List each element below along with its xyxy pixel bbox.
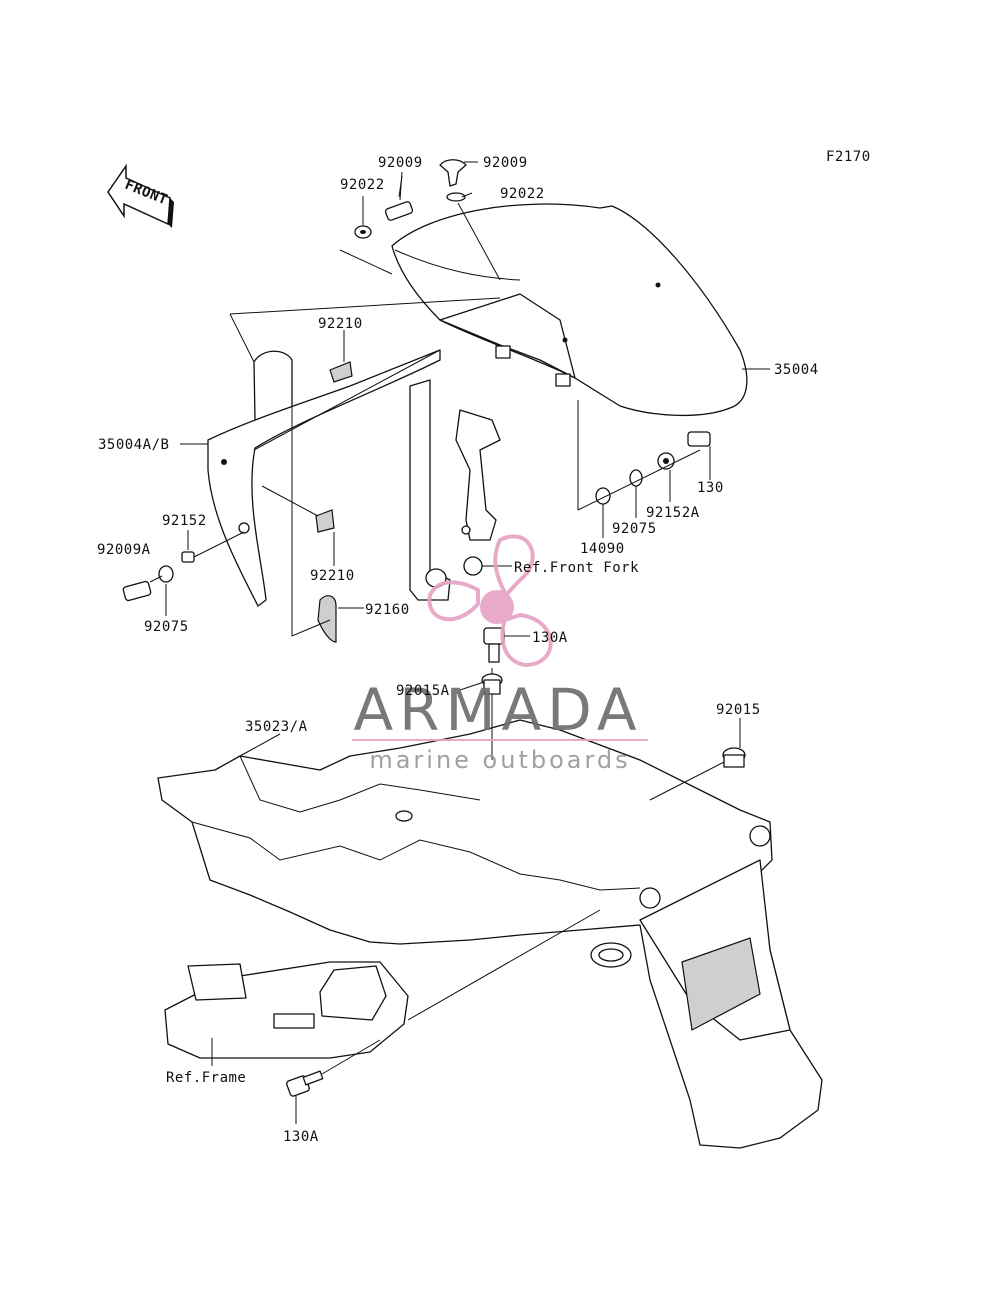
label-92210-top: 92210 — [318, 316, 363, 332]
label-92210-bottom: 92210 — [310, 568, 355, 584]
label-92022-right: 92022 — [500, 186, 545, 202]
front-fork — [409, 379, 501, 601]
watermark: ARMADA marine outboards — [352, 534, 648, 774]
label-35023a: 35023/A — [245, 719, 308, 735]
label-92015a: 92015A — [396, 683, 450, 699]
clip-92210-top — [329, 361, 353, 383]
inner-fender — [207, 349, 441, 607]
washer-92022-right — [446, 192, 466, 202]
label-ref-front-fork: Ref.Front Fork — [514, 560, 639, 576]
spacer-14090 — [595, 487, 611, 505]
bolt-130a-upper — [483, 627, 505, 663]
label-130a-upper: 130A — [532, 630, 568, 646]
rear-fender — [157, 719, 823, 1149]
label-92075-left: 92075 — [144, 619, 189, 635]
label-92015: 92015 — [716, 702, 761, 718]
washer-92022-left — [354, 225, 372, 239]
label-92075-right: 92075 — [612, 521, 657, 537]
front-fender — [391, 203, 748, 417]
label-92009-left: 92009 — [378, 155, 423, 171]
watermark-tagline: marine outboards — [369, 746, 630, 774]
label-92152: 92152 — [162, 513, 207, 529]
label-14090: 14090 — [580, 541, 625, 557]
label-92160: 92160 — [365, 602, 410, 618]
cover-92160 — [317, 595, 337, 643]
bolt-130a-lower — [286, 1070, 324, 1097]
bolt-92009-left — [384, 175, 414, 221]
label-92009a: 92009A — [97, 542, 151, 558]
clip-92210-bottom — [315, 509, 335, 533]
bolt-92009-right — [439, 159, 467, 187]
label-92009-right: 92009 — [483, 155, 528, 171]
label-ref-frame: Ref.Frame — [166, 1070, 246, 1086]
nut-92152 — [181, 551, 195, 563]
part-labels: 92009 92009 92022 92022 92210 35004 3500… — [97, 155, 819, 1145]
leader-lines — [149, 161, 770, 1124]
figure-id: F2170 — [826, 149, 871, 165]
propeller-logo-icon — [427, 534, 553, 668]
front-arrow-icon: FRONT — [107, 163, 174, 228]
grommet-92015a — [481, 673, 503, 695]
bolt-92009a — [122, 580, 152, 602]
label-92152a: 92152A — [646, 505, 700, 521]
bolt-130 — [687, 431, 711, 447]
washer-92075-left — [158, 565, 174, 583]
label-35004ab: 35004A/B — [98, 437, 169, 453]
label-130a-lower: 130A — [283, 1129, 319, 1145]
frame-reference — [164, 961, 409, 1059]
label-130: 130 — [697, 480, 724, 496]
label-35004: 35004 — [774, 362, 819, 378]
watermark-brand: ARMADA — [353, 676, 642, 744]
grommet-92015 — [722, 747, 746, 768]
label-92022-left: 92022 — [340, 177, 385, 193]
